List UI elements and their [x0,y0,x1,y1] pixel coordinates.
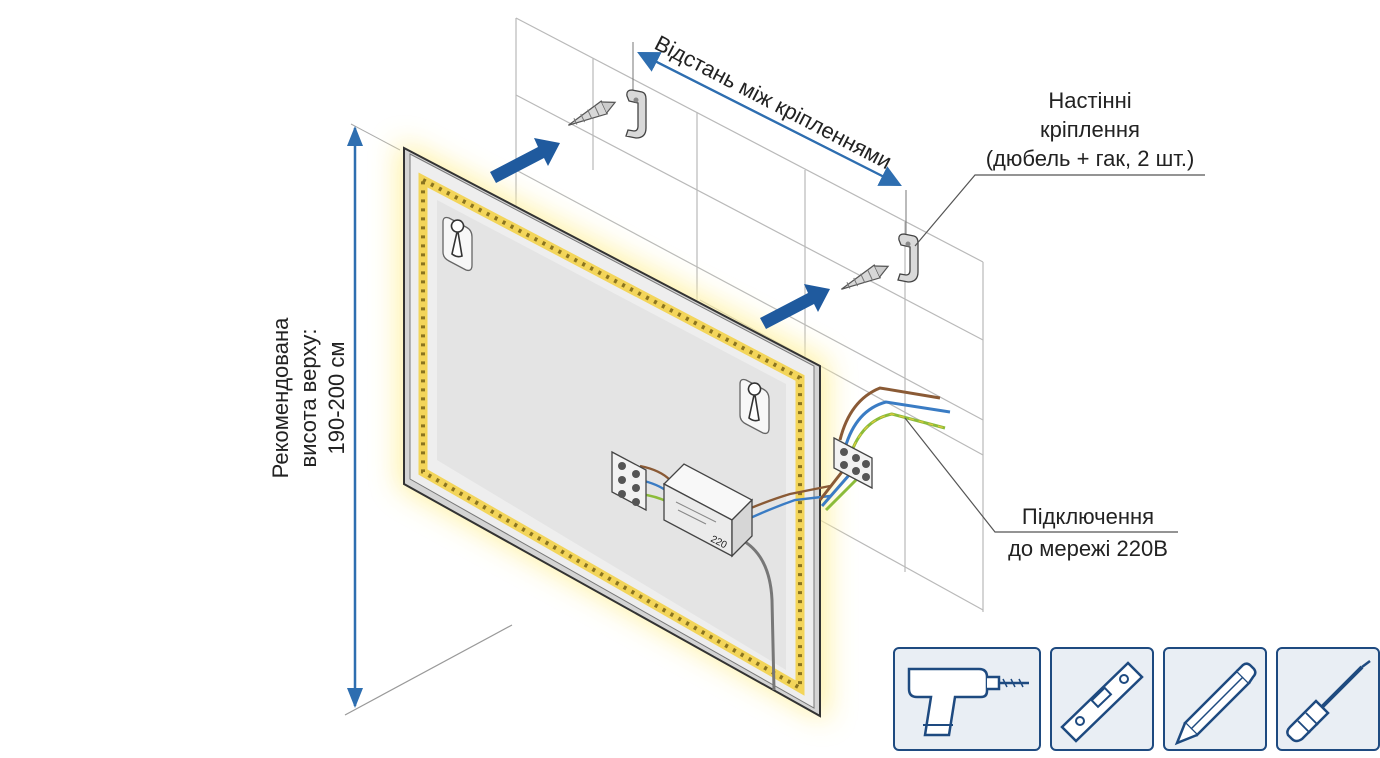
floor-line [344,624,513,716]
led-mirror [403,146,821,718]
height-dimension-line [347,123,401,708]
mount-arrow-top [490,138,560,183]
dowel-icon [568,100,617,126]
terminal-block-inner [611,450,647,512]
mounts-label-line-1: Настінні [1048,88,1131,113]
drill-icon [907,667,1029,737]
wall-mount-top [568,89,647,139]
tool-card-screwdriver [1276,647,1380,751]
connection-leader-line [904,417,1178,533]
connection-label-line-2: до мережі 220В [1008,536,1168,561]
screwdriver-icon [1286,660,1371,743]
keyhole-icon [747,382,762,422]
tool-card-pencil [1163,647,1267,751]
led-driver: 220 [662,463,754,558]
spirit-level-icon [1060,661,1144,743]
mounts-leader-line [914,174,1205,247]
tool-card-drill [893,647,1041,751]
height-label-line-2: висота верху: [296,329,321,468]
hook-icon [897,233,919,283]
mount-arrow-right [760,284,830,329]
terminal-block-outer [833,436,873,490]
height-label-line-3: 190-200 см [324,342,349,455]
wall-mount-right [841,233,919,290]
dowel-icon [841,264,890,290]
keyhole-plate-left [442,216,473,272]
keyhole-icon [450,219,465,258]
height-label: Рекомендована висота верху: 190-200 см [268,317,349,478]
height-label-line-1: Рекомендована [268,317,293,478]
mounts-label-line-3: (дюбель + гак, 2 шт.) [986,146,1195,171]
mounts-label-line-2: кріплення [1040,117,1140,142]
hook-icon [625,89,647,139]
pencil-icon [1174,662,1257,746]
led-strip [418,172,805,696]
connection-label-line-1: Підключення [1022,504,1154,529]
distance-dimension-line [632,42,907,238]
tool-card-level [1050,647,1154,751]
keyhole-plate-right [739,378,770,435]
